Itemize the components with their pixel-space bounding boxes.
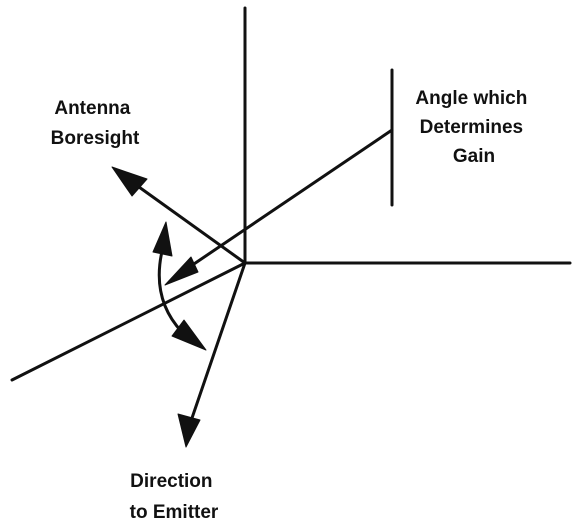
emitter-arrowhead bbox=[177, 413, 201, 448]
boresight-line bbox=[130, 180, 247, 265]
direction-to-emitter-label: Direction to Emitter bbox=[130, 471, 219, 523]
angle-arc-upper-arrowhead bbox=[152, 221, 173, 257]
gain-angle-label: Angle which Determines Gain bbox=[415, 88, 532, 167]
antenna-boresight-label: Antenna Boresight bbox=[51, 98, 140, 149]
angle-arc bbox=[157, 246, 184, 334]
emitter-line bbox=[190, 261, 247, 420]
gain-pointer-arrowhead bbox=[164, 256, 199, 286]
boresight-arrowhead bbox=[111, 166, 148, 197]
gain-pointer-line bbox=[186, 128, 394, 270]
depth-axis bbox=[10, 261, 247, 382]
angle-arc-lower-arrowhead bbox=[171, 319, 207, 351]
